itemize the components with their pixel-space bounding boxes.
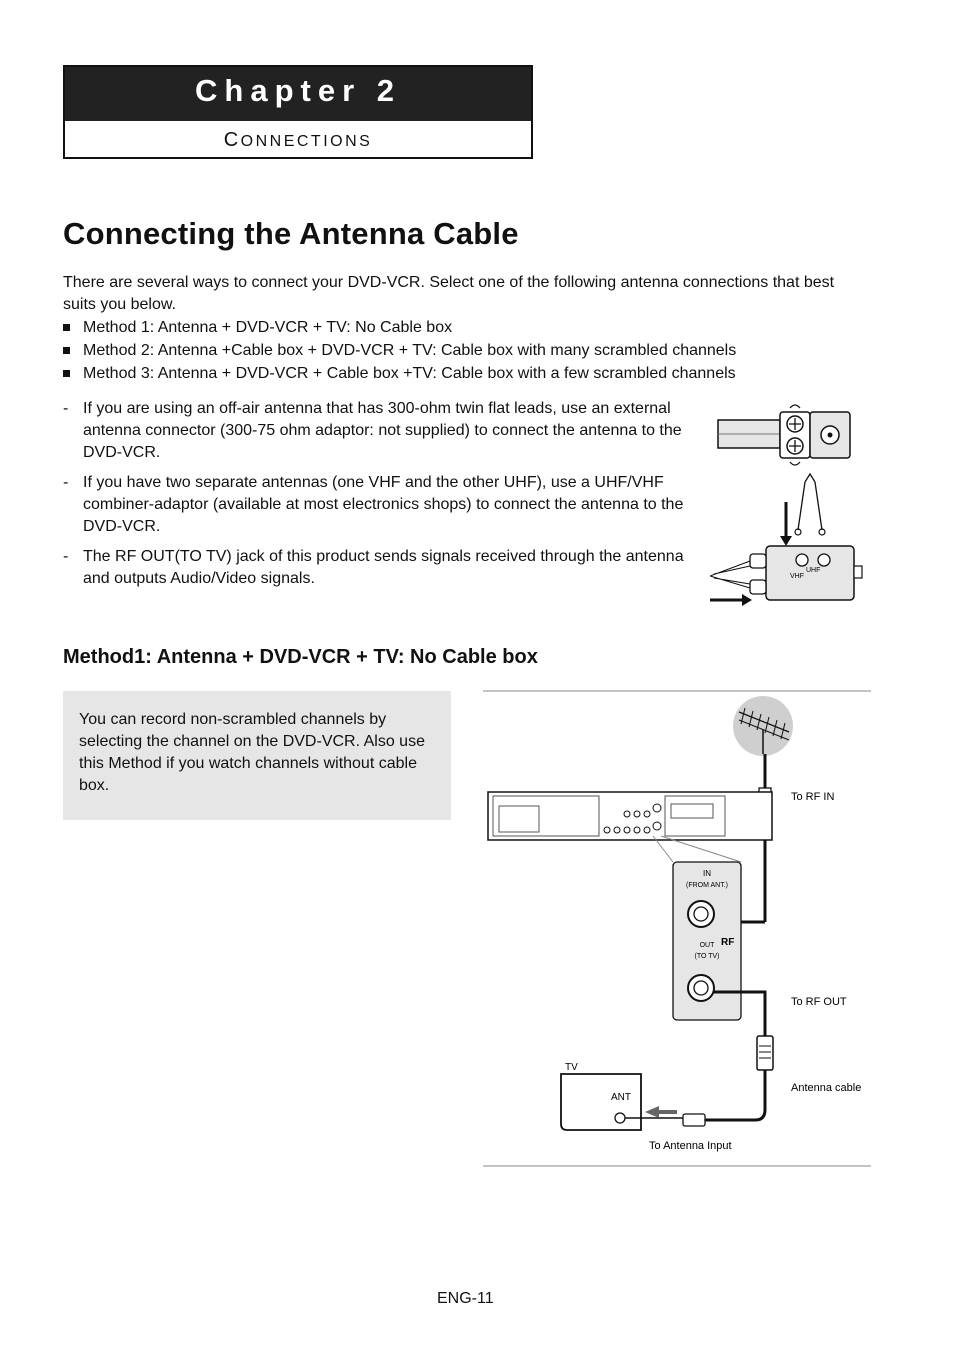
to-rf-out-label: To RF OUT bbox=[791, 996, 847, 1008]
from-ant-label: (FROM ANT.) bbox=[686, 882, 728, 889]
twin-lead-adaptor-icon bbox=[717, 404, 851, 466]
tv-icon: TV ANT bbox=[560, 1062, 642, 1131]
method1-title: Method1: Antenna + DVD-VCR + TV: No Cabl… bbox=[63, 646, 538, 668]
right-arrow-icon bbox=[710, 594, 752, 606]
chapter-title: Chapter 2 bbox=[65, 67, 531, 121]
uhf-vhf-combiner-icon: VHF UHF bbox=[710, 545, 863, 601]
notes-list: If you are using an off-air antenna that… bbox=[63, 398, 703, 598]
method-item-1: Method 1: Antenna + DVD-VCR + TV: No Cab… bbox=[63, 316, 736, 339]
method1-description: You can record non-scrambled channels by… bbox=[79, 711, 425, 794]
intro-text: There are several ways to connect your D… bbox=[63, 274, 835, 313]
note-item-1: If you are using an off-air antenna that… bbox=[63, 398, 703, 464]
tv-label: TV bbox=[565, 1062, 578, 1073]
rf-in-jack-icon bbox=[693, 906, 709, 922]
vhf-label: VHF bbox=[790, 573, 804, 580]
rf-out-label: OUT bbox=[700, 942, 716, 949]
cable-connector-icon bbox=[756, 1035, 774, 1071]
method-list: Method 1: Antenna + DVD-VCR + TV: No Cab… bbox=[63, 316, 736, 385]
connection-diagram: To RF IN IN (FROM ANT.) RF OUT (TO TV) T… bbox=[483, 690, 871, 1167]
uhf-label: UHF bbox=[806, 567, 820, 574]
method-item-2: Method 2: Antenna +Cable box + DVD-VCR +… bbox=[63, 339, 736, 362]
chapter-subtitle-rest: ONNECTIONS bbox=[240, 133, 373, 150]
chapter-subtitle: CONNECTIONS bbox=[65, 121, 531, 159]
method1-description-box: You can record non-scrambled channels by… bbox=[63, 691, 451, 820]
note-item-3: The RF OUT(TO TV) jack of this product s… bbox=[63, 546, 703, 590]
note-item-2: If you have two separate antennas (one V… bbox=[63, 472, 703, 538]
left-arrow-icon bbox=[645, 1106, 677, 1118]
page-title: Connecting the Antenna Cable bbox=[63, 216, 519, 251]
chapter-subtitle-initial: C bbox=[223, 129, 241, 151]
vhf-lead-icon bbox=[797, 472, 823, 531]
rf-jack-closeup: IN (FROM ANT.) RF OUT (TO TV) bbox=[672, 861, 742, 1021]
to-tv-label: (TO TV) bbox=[694, 953, 719, 960]
to-antenna-input-label: To Antenna Input bbox=[649, 1140, 732, 1152]
adaptor-illustration: VHF UHF bbox=[710, 404, 863, 606]
rf-label: RF bbox=[721, 937, 734, 948]
ant-label: ANT bbox=[611, 1092, 631, 1103]
page-number: ENG-11 bbox=[437, 1290, 494, 1307]
to-rf-in-label: To RF IN bbox=[791, 791, 834, 803]
down-arrow-icon bbox=[780, 502, 792, 546]
tv-ant-jack-icon bbox=[614, 1112, 626, 1124]
chapter-header: Chapter 2 CONNECTIONS bbox=[63, 65, 533, 159]
dvd-vcr-rear-panel-icon bbox=[487, 791, 773, 841]
method-item-3: Method 3: Antenna + DVD-VCR + Cable box … bbox=[63, 362, 736, 385]
rf-in-label: IN bbox=[703, 869, 711, 878]
tv-plug-icon bbox=[682, 1113, 706, 1127]
antenna-icon bbox=[733, 696, 793, 756]
antenna-cable-label: Antenna cable bbox=[791, 1082, 861, 1094]
rf-out-jack-icon bbox=[693, 980, 709, 996]
